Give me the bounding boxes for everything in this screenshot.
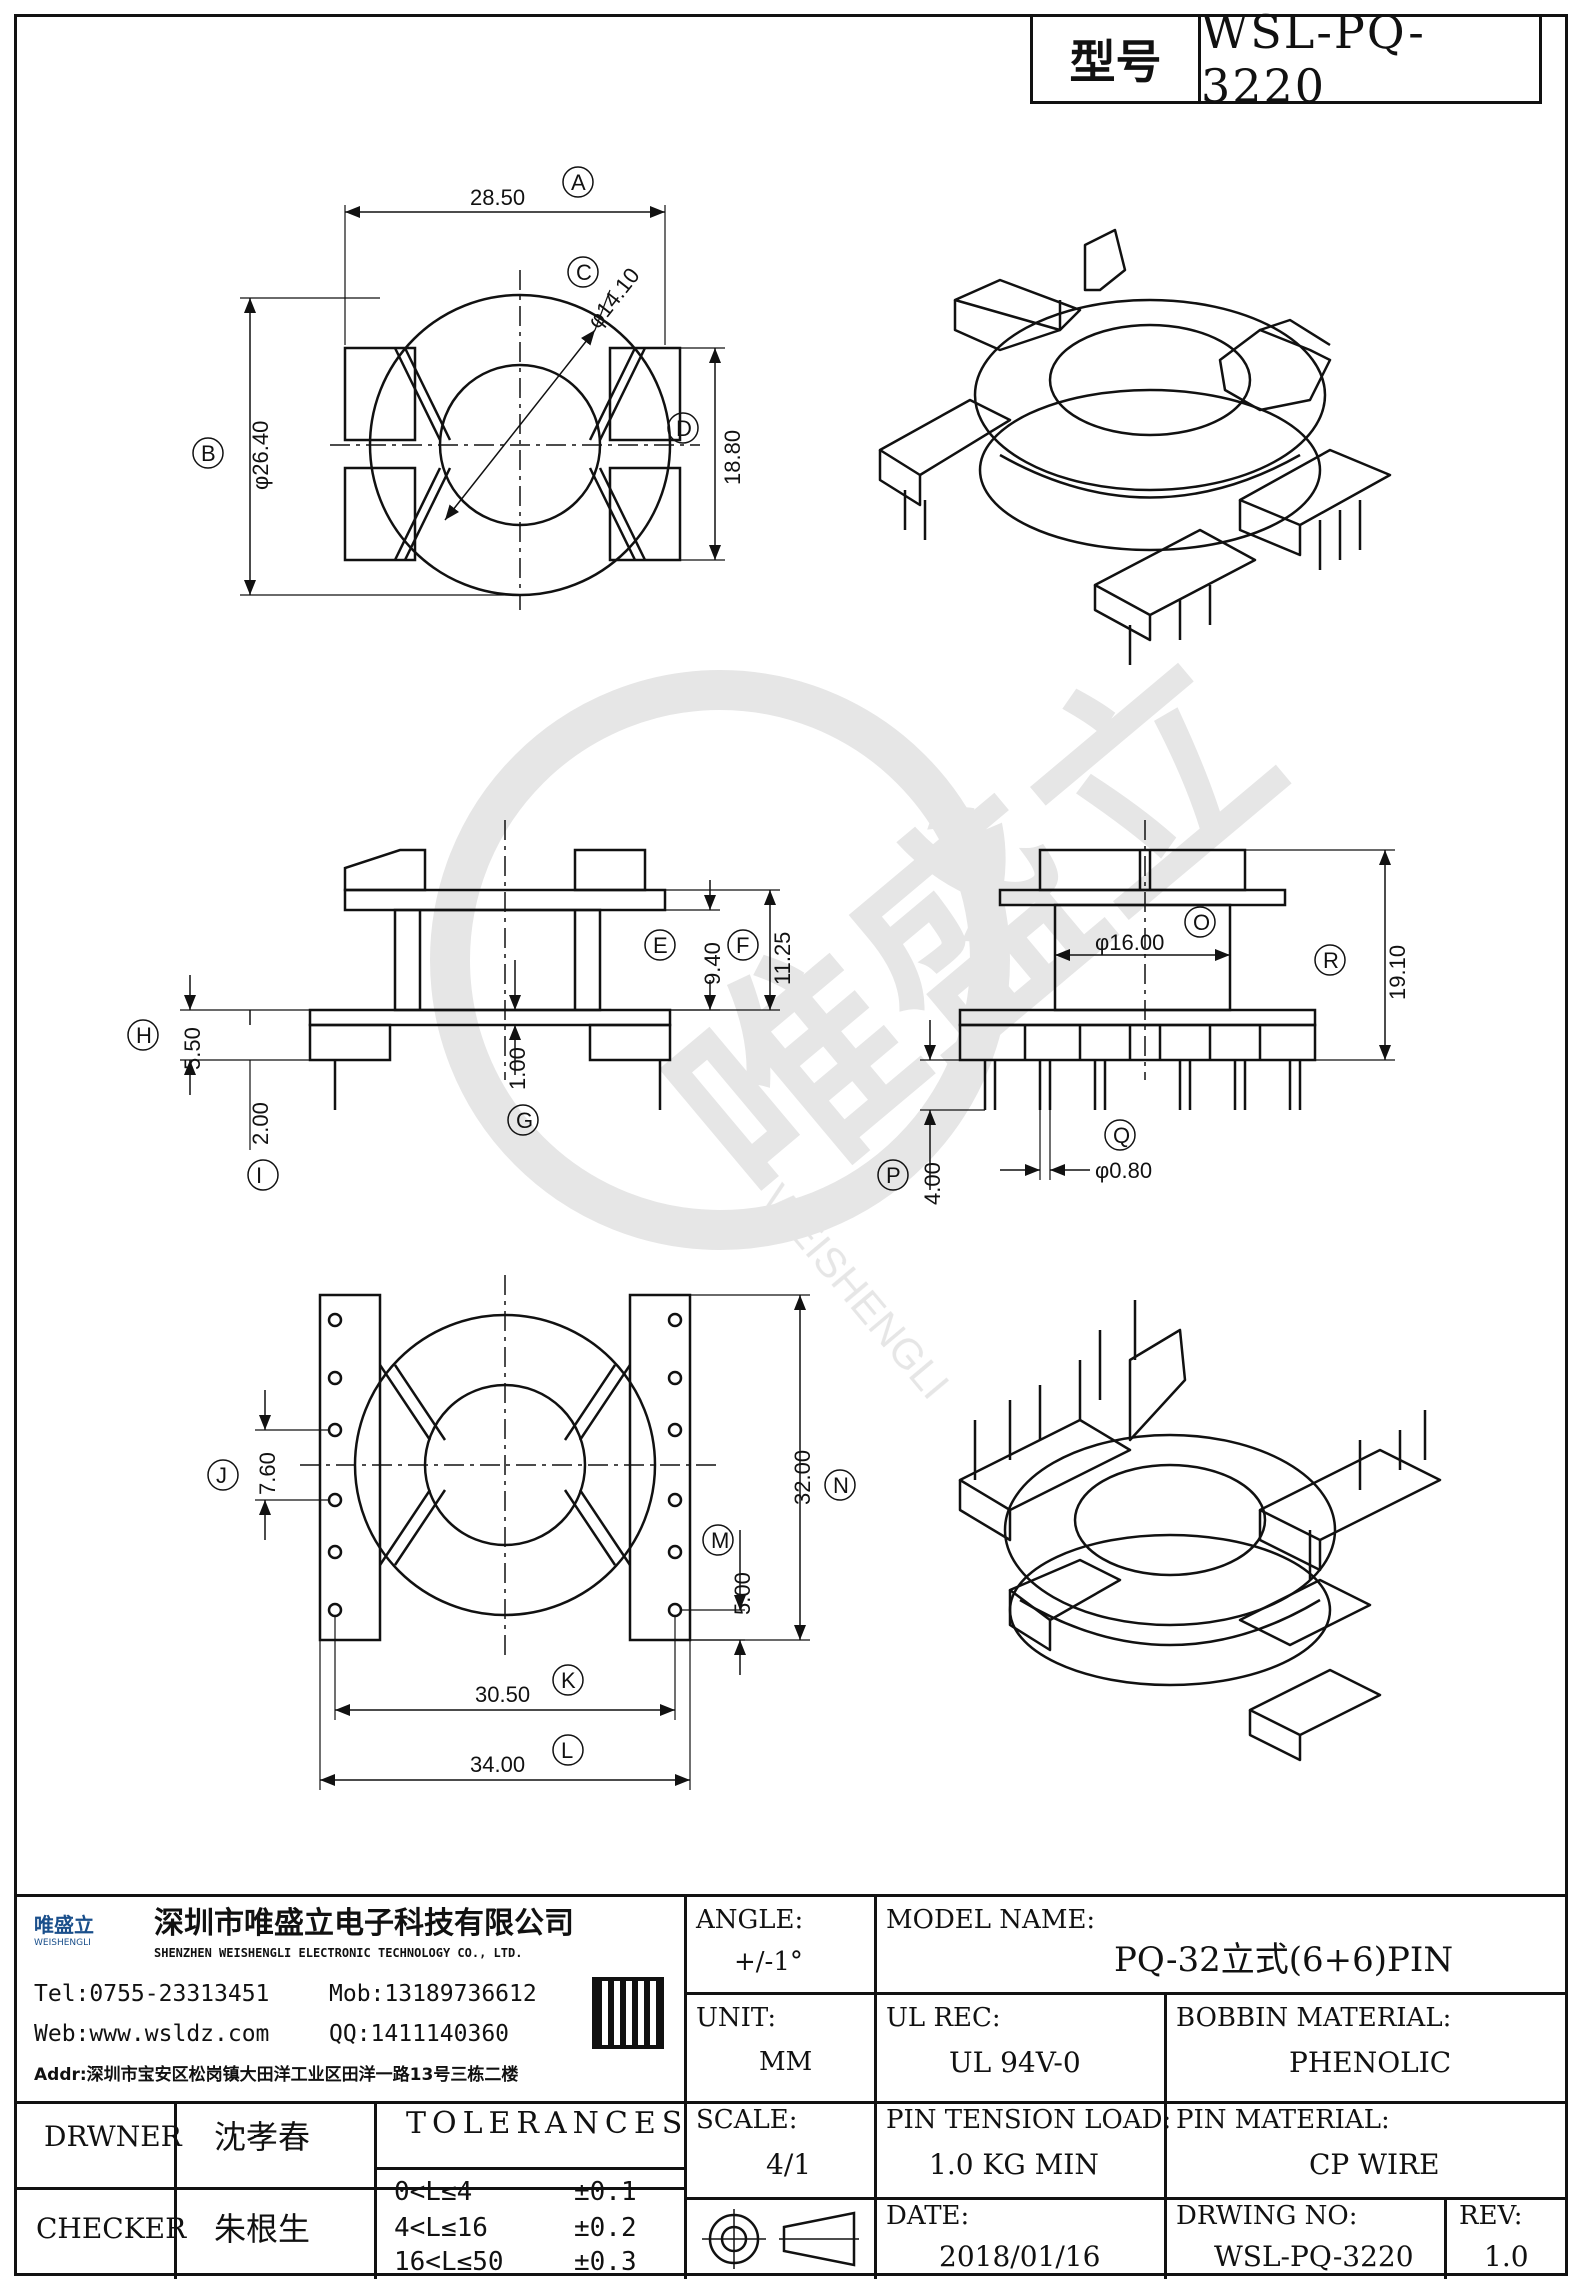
company-qq: QQ:1411140360 [329,2021,510,2047]
pin-tension-label: PIN TENSION LOAD: [886,2105,1172,2135]
drawer-value: 沈孝春 [214,2118,311,2156]
dim-value-g: 1.00 [505,1047,530,1090]
bottom-view-labels: J 7.60 N 32.00 M 5.00 K 30.50 L 34.00 [207,1450,856,1777]
company-mob: Mob:13189736612 [329,1981,537,2007]
isometric-view-bottom [958,1300,1442,1762]
company-address: Addr:深圳市宝安区松岗镇大田洋工业区田洋一路13号三栋二楼 [34,2065,519,2085]
date-label: DATE: [886,2201,970,2231]
dim-label-k: K [561,1668,576,1693]
company-tel: Tel:0755-23313451 [34,1981,270,2007]
top-view [240,205,725,610]
dim-label-j: J [216,1463,227,1488]
watermark: 唯盛立 WEISHENGLI [430,609,1322,1408]
rev-value: 1.0 [1484,2240,1529,2273]
dim-label-r: R [1323,948,1339,973]
dim-label-b: B [201,441,216,466]
dim-label-q: Q [1113,1123,1130,1148]
dim-value-m: 5.00 [730,1572,755,1615]
ul-rec-value: UL 94V-0 [949,2046,1081,2079]
pin-material-value: CP WIRE [1309,2148,1440,2181]
dim-label-f: F [736,933,749,958]
checker-value: 朱根生 [214,2210,311,2248]
top-view-labels: A 28.50 B φ26.40 C φ14.10 D 18.80 [192,166,745,490]
dim-label-m: M [711,1528,729,1553]
angle-value: +/-1° [734,1947,803,1977]
dim-label-n: N [833,1473,849,1498]
dim-label-o: O [1193,910,1210,935]
tolerances-title: TOLERANCES [406,2106,689,2141]
ul-rec-label: UL REC: [886,2003,1001,2033]
side-view [920,820,1395,1190]
company-web: Web:www.wsldz.com [34,2021,270,2047]
front-view [180,820,780,1150]
unit-label: UNIT: [696,2003,777,2033]
dim-label-g: G [516,1108,533,1133]
dim-value-n: 32.00 [790,1450,815,1505]
bottom-view [255,1275,810,1790]
company-name-cn: 深圳市唯盛立电子科技有限公司 [154,1906,574,1941]
tolerance-value-1: ±0.1 [574,2177,637,2207]
drawing-sheet [14,14,1568,2276]
company-logo-en: WEISHENGLI [34,1938,91,1948]
dim-value-p: 4.00 [920,1162,945,1205]
rev-label: REV: [1459,2201,1523,2231]
dim-value-o: φ16.00 [1095,930,1164,955]
dim-value-e: 9.40 [700,942,725,985]
drawing-no-value: WSL-PQ-3220 [1214,2240,1414,2273]
dim-value-r: 19.10 [1385,945,1410,1000]
bobbin-material-label: BOBBIN MATERIAL: [1176,2003,1452,2033]
bobbin-material-value: PHENOLIC [1289,2046,1452,2079]
dim-value-b: φ26.40 [248,421,273,490]
date-value: 2018/01/16 [939,2240,1101,2273]
dim-label-h: H [136,1023,152,1048]
dim-value-l: 34.00 [470,1752,525,1777]
dim-label-d: D [676,416,692,441]
dim-value-k: 30.50 [475,1682,530,1707]
unit-value: MM [759,2047,813,2077]
dim-value-i: 2.00 [248,1102,273,1145]
dim-label-a: A [571,170,586,195]
dim-label-l: L [561,1738,573,1763]
angle-label: ANGLE: [696,1905,804,1935]
dim-label-p: P [886,1163,901,1188]
model-name-label: MODEL NAME: [886,1905,1096,1935]
projection-symbol-icon [702,2209,859,2269]
title-block: 唯盛立 WEISHENGLI 深圳市唯盛立电子科技有限公司 SHENZHEN W… [14,1894,1568,2279]
pin-tension-value: 1.0 KG MIN [929,2148,1099,2181]
tolerance-range-3: 16<L≤50 [394,2247,504,2277]
technical-drawing: 唯盛立 WEISHENGLI A 28.50 [127,166,1442,1790]
dim-label-i: I [256,1163,262,1188]
tolerance-range-2: 4<L≤16 [394,2213,488,2243]
model-label: 型号 [1033,17,1201,101]
isometric-view-top [878,228,1392,665]
tolerance-range-1: 0<L≤4 [394,2177,473,2207]
tolerance-value-2: ±0.2 [574,2213,637,2243]
dim-value-a: 28.50 [470,185,525,210]
checker-label: CHECKER [36,2212,187,2245]
dim-value-f: 11.25 [770,932,795,985]
scale-value: 4/1 [766,2148,812,2181]
model-name-value: PQ-32立式(6+6)PIN [1114,1940,1454,1980]
tolerance-value-3: ±0.3 [574,2247,637,2277]
drawing-no-label: DRWING NO: [1176,2201,1358,2231]
drawer-label: DRWNER [44,2120,182,2153]
dim-value-q: φ0.80 [1095,1158,1152,1183]
dim-value-h: 5.50 [180,1027,205,1070]
dim-label-c: C [576,260,592,285]
company-name-en: SHENZHEN WEISHENGLI ELECTRONIC TECHNOLOG… [154,1946,523,1960]
pin-material-label: PIN MATERIAL: [1176,2105,1390,2135]
front-view-labels: E 9.40 F 11.25 H 5.50 G 1.00 I 2.00 [127,929,795,1191]
dim-value-j: 7.60 [255,1452,280,1495]
company-logo-text: 唯盛立 [34,1913,94,1937]
side-view-labels: φ16.00 O R 19.10 P 4.00 Q φ0.80 [877,906,1410,1205]
scale-label: SCALE: [696,2105,798,2135]
qr-code [592,1977,664,2049]
dim-value-d: 18.80 [720,430,745,485]
dim-label-e: E [653,933,668,958]
